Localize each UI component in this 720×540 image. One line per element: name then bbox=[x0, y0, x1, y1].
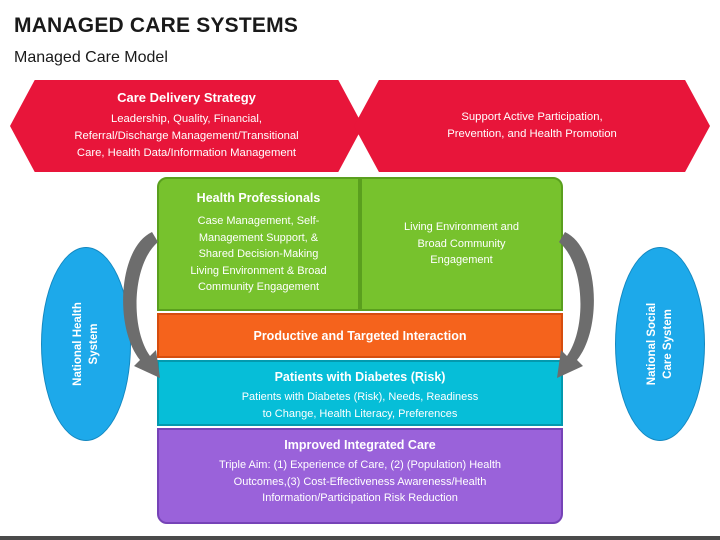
improved-integrated-care-box: Improved Integrated Care Triple Aim: (1)… bbox=[157, 428, 563, 524]
page-subtitle: Managed Care Model bbox=[14, 49, 168, 66]
improved-integrated-care-text: Triple Aim: (1) Experience of Care, (2) … bbox=[159, 457, 561, 507]
support-participation-text: Support Active Participation, Prevention… bbox=[447, 109, 617, 143]
living-environment-line: Engagement bbox=[430, 254, 493, 267]
living-environment-line: Broad Community bbox=[417, 237, 506, 250]
curved-arrow-left-icon bbox=[123, 232, 160, 378]
improved-care-line: Information/Participation Risk Reduction bbox=[262, 492, 458, 504]
health-professionals-line: Community Engagement bbox=[197, 281, 320, 293]
patients-diabetes-line: to Change, Health Literacy, Preferences bbox=[262, 407, 458, 420]
productive-interaction-bar: Productive and Targeted Interaction bbox=[157, 313, 563, 358]
hex-left-line: Care, Health Data/Information Management bbox=[76, 147, 297, 159]
patients-diabetes-title: Patients with Diabetes (Risk) bbox=[274, 370, 446, 384]
care-delivery-strategy-hexagon: Care Delivery Strategy Leadership, Quali… bbox=[10, 80, 363, 172]
ellipse-left-line: National Health bbox=[72, 302, 84, 386]
care-delivery-strategy-text: Leadership, Quality, Financial, Referral… bbox=[74, 111, 298, 162]
national-social-care-label: National Social Care System bbox=[644, 259, 676, 429]
curved-arrow-right-shape bbox=[557, 232, 594, 378]
improved-integrated-care-title: Improved Integrated Care bbox=[284, 438, 436, 452]
patients-diabetes-box: Patients with Diabetes (Risk) Patients w… bbox=[157, 360, 563, 426]
health-professionals-box: Health Professionals Case Management, Se… bbox=[157, 177, 360, 311]
patients-diabetes-line: Patients with Diabetes (Risk), Needs, Re… bbox=[241, 391, 479, 403]
national-social-care-system-ellipse: National Social Care System bbox=[615, 247, 705, 441]
living-environment-line: Living Environment and bbox=[404, 221, 519, 234]
support-participation-hexagon: Support Active Participation, Prevention… bbox=[354, 80, 710, 172]
page-title: MANAGED CARE SYSTEMS bbox=[14, 14, 299, 37]
patients-diabetes-text: Patients with Diabetes (Risk), Needs, Re… bbox=[159, 389, 561, 422]
living-environment-box: Living Environment and Broad Community E… bbox=[360, 177, 563, 311]
hex-left-line: Leadership, Quality, Financial, bbox=[110, 113, 263, 125]
hex-right-line: Prevention, and Health Promotion bbox=[447, 128, 617, 140]
health-professionals-line: Management Support, & bbox=[198, 231, 319, 244]
hex-right-line: Support Active Participation, bbox=[461, 111, 603, 123]
health-professionals-line: Living Environment & Broad bbox=[190, 264, 327, 277]
improved-care-line: Outcomes,(3) Cost-Effectiveness Awarenes… bbox=[233, 475, 487, 488]
health-professionals-line: Shared Decision-Making bbox=[198, 248, 319, 260]
hex-left-line: Referral/Discharge Management/Transition… bbox=[74, 130, 299, 142]
national-health-system-label: National Health System bbox=[70, 259, 102, 429]
ellipse-right-line: Care System bbox=[662, 309, 674, 379]
health-professionals-line: Case Management, Self- bbox=[197, 215, 320, 227]
curved-arrow-left-shape bbox=[123, 232, 160, 378]
health-professionals-text: Case Management, Self- Management Suppor… bbox=[167, 213, 350, 296]
improved-care-line: Triple Aim: (1) Experience of Care, (2) … bbox=[218, 459, 502, 471]
ellipse-left-line: System bbox=[88, 323, 100, 365]
health-professionals-title: Health Professionals bbox=[196, 191, 321, 205]
curved-arrow-right-icon bbox=[557, 232, 594, 378]
living-environment-text: Living Environment and Broad Community E… bbox=[404, 219, 519, 269]
care-delivery-strategy-title: Care Delivery Strategy bbox=[117, 90, 256, 105]
national-health-system-ellipse: National Health System bbox=[41, 247, 131, 441]
productive-interaction-title: Productive and Targeted Interaction bbox=[253, 328, 467, 343]
footer-bar bbox=[0, 536, 720, 540]
ellipse-right-line: National Social bbox=[646, 302, 658, 386]
